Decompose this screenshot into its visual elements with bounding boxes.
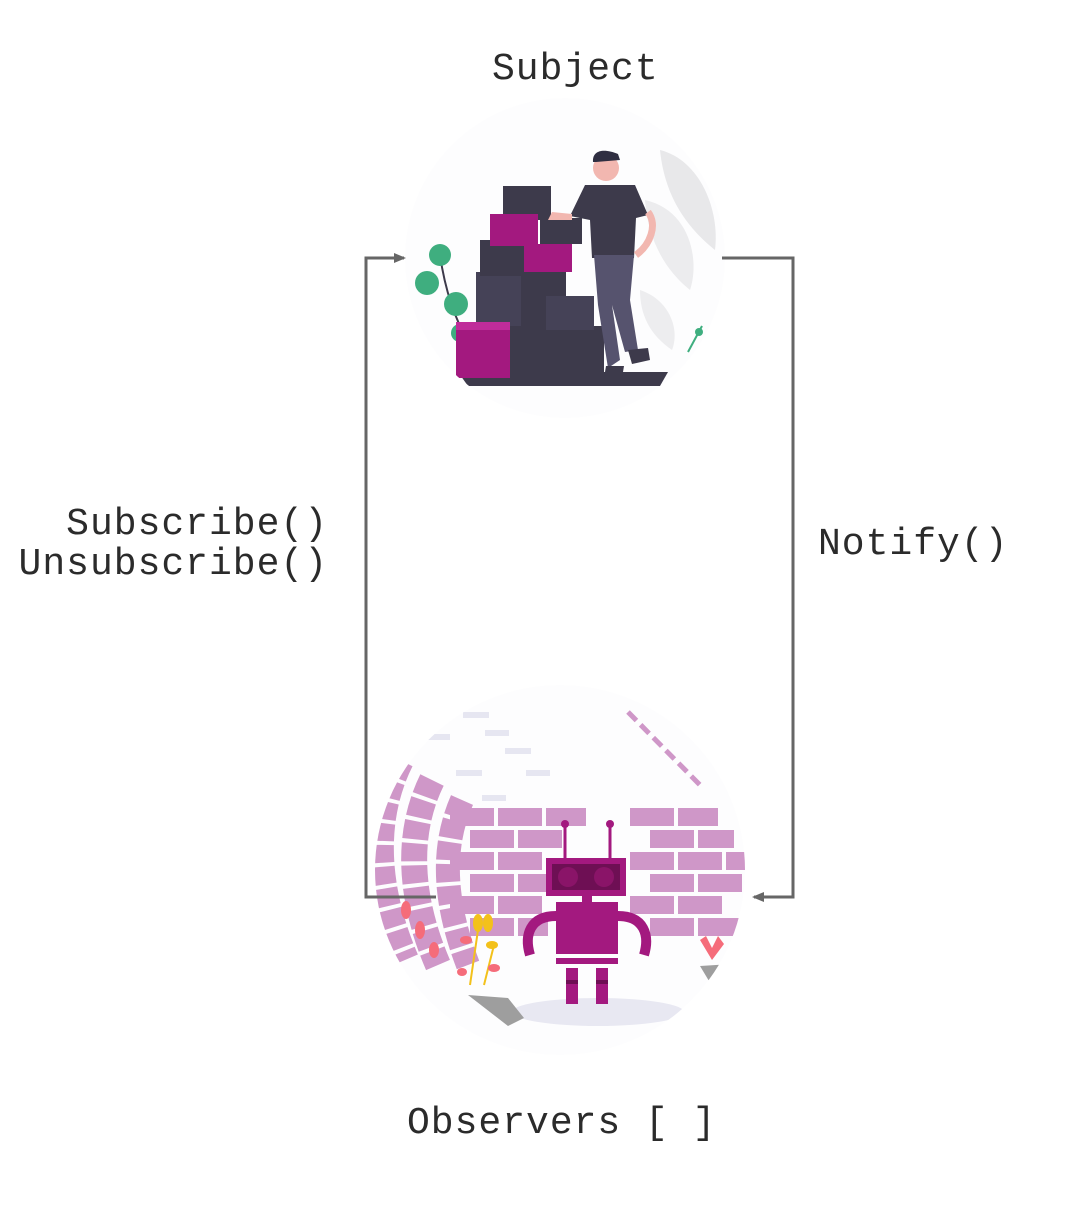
unsubscribe-label: Unsubscribe() [18, 543, 328, 586]
subject-title: Subject [492, 48, 659, 91]
subscribe-label-block: Subscribe() Unsubscribe() [19, 505, 328, 585]
notify-arrow [722, 256, 795, 902]
notify-label: Notify() [818, 523, 1009, 566]
subscribe-label: Subscribe() [66, 503, 328, 546]
subscribe-arrow [364, 253, 436, 899]
subject-illustration [405, 98, 725, 418]
observers-title: Observers [ ] [407, 1102, 717, 1145]
observers-illustration [375, 685, 745, 1055]
